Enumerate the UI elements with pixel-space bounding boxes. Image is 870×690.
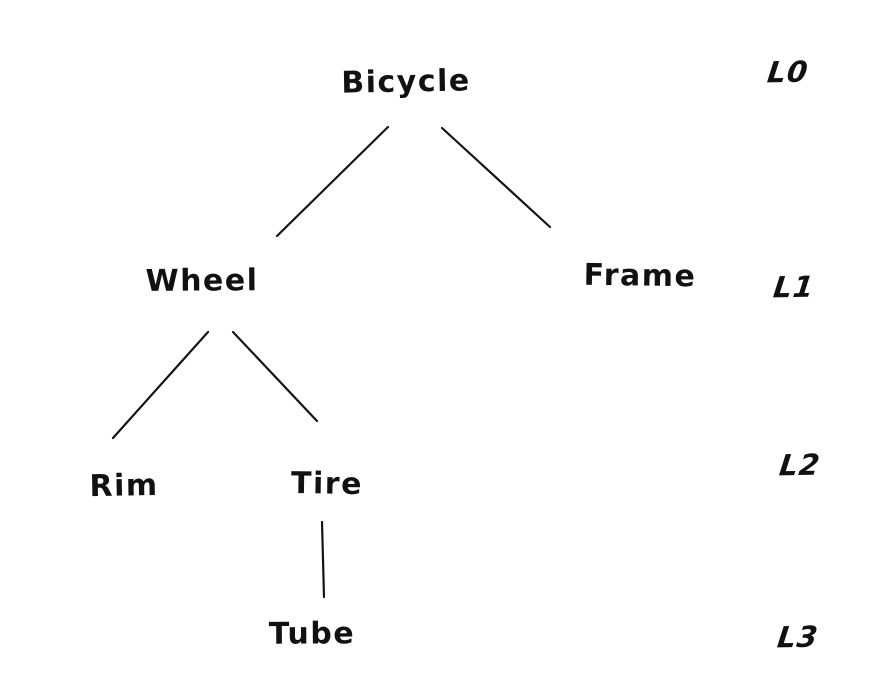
node-tube: Tube	[268, 616, 356, 652]
node-bicycle: Bicycle	[341, 63, 471, 101]
node-frame: Frame	[583, 257, 697, 295]
level-label-l0: L0	[765, 54, 811, 90]
edge-bicycle-frame	[440, 126, 552, 229]
level-label-l1: L1	[771, 269, 817, 305]
node-rim: Rim	[89, 467, 159, 505]
edge-wheel-tire	[231, 330, 319, 423]
edge-tire-tube	[320, 520, 326, 599]
level-label-l2: L2	[777, 447, 823, 483]
level-label-l3: L3	[775, 619, 821, 655]
edge-bicycle-wheel	[275, 125, 390, 238]
edge-wheel-rim	[111, 330, 210, 440]
node-tire: Tire	[290, 465, 364, 503]
node-wheel: Wheel	[145, 263, 259, 299]
